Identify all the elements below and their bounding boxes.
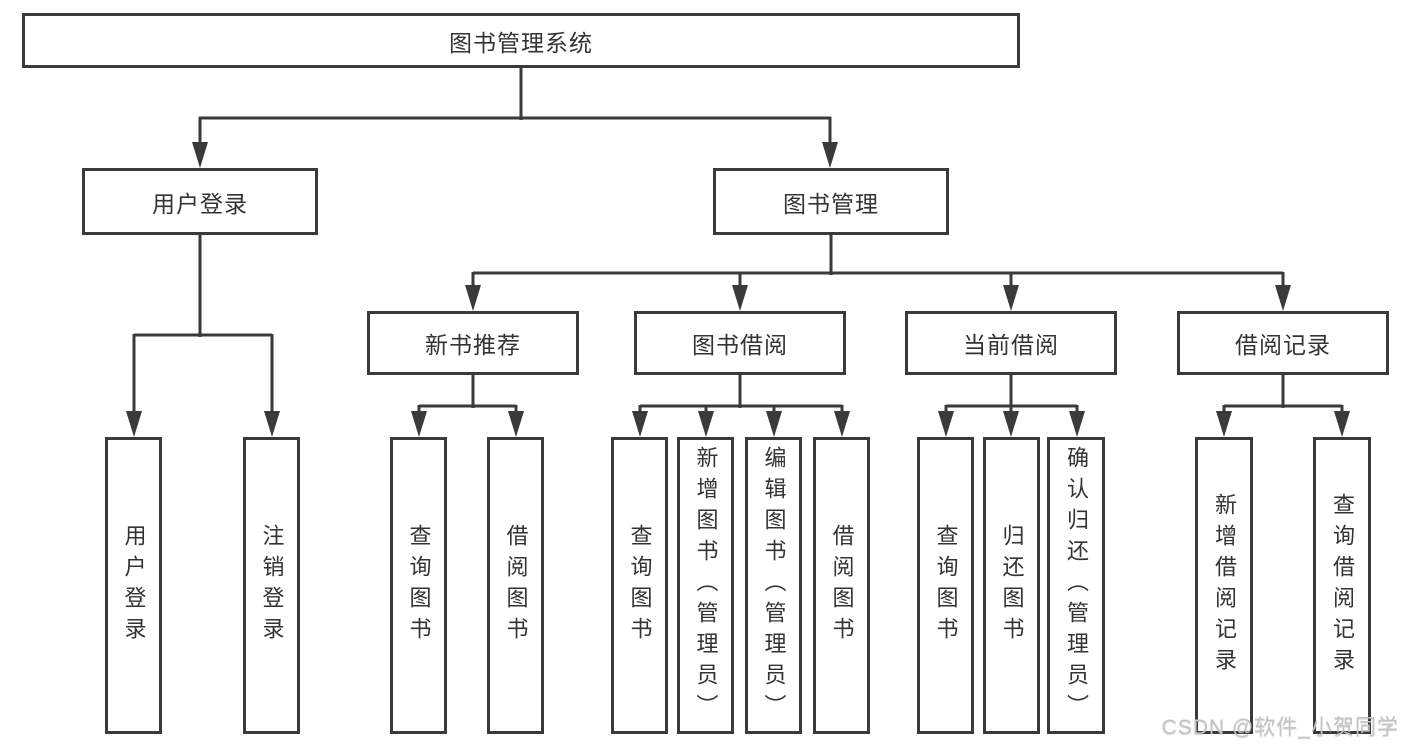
leaf-edit-book-admin: 编辑图书（管理员） [745, 437, 802, 734]
node-user-login: 用户登录 [82, 168, 318, 235]
leaf-user-login: 用户登录 [105, 437, 162, 734]
node-label: 新书推荐 [425, 332, 521, 358]
leaf-add-book-admin: 新增图书（管理员） [677, 437, 734, 734]
node-label: 归还图书 [999, 523, 1025, 648]
node-label: 借阅记录 [1235, 332, 1331, 358]
leaf-add-borrow-record: 新增借阅记录 [1195, 437, 1253, 734]
node-label: 当前借阅 [963, 332, 1059, 358]
arrow-down-icon [1003, 411, 1019, 437]
arrow-down-icon [1216, 411, 1232, 437]
leaf-query-book-1: 查询图书 [390, 437, 447, 734]
leaf-borrow-book-2: 借阅图书 [813, 437, 870, 734]
node-current-borrow: 当前借阅 [905, 311, 1117, 375]
node-label: 确认归还（管理员） [1064, 446, 1089, 725]
leaf-query-book-3: 查询图书 [917, 437, 974, 734]
arrow-down-icon [508, 411, 524, 437]
arrow-down-icon [834, 411, 850, 437]
node-label: 查询图书 [933, 523, 959, 648]
leaf-return-book: 归还图书 [983, 437, 1040, 734]
leaf-borrow-book-1: 借阅图书 [487, 437, 544, 734]
arrow-down-icon [732, 285, 748, 311]
arrow-down-icon [192, 142, 208, 168]
leaf-logout-login: 注销登录 [243, 437, 300, 734]
arrow-down-icon [632, 411, 648, 437]
node-library-system: 图书管理系统 [22, 13, 1020, 68]
arrow-down-icon [126, 411, 142, 437]
node-label: 编辑图书（管理员） [761, 446, 787, 725]
arrow-down-icon [938, 411, 954, 437]
node-label: 借阅图书 [829, 523, 855, 648]
node-book-borrow: 图书借阅 [634, 311, 846, 375]
node-new-book-recommend: 新书推荐 [367, 311, 579, 375]
leaf-query-book-2: 查询图书 [611, 437, 668, 734]
arrow-down-icon [411, 411, 427, 437]
node-label: 图书管理 [783, 190, 879, 217]
node-label: 图书管理系统 [449, 29, 593, 56]
csdn-watermark: CSDN @软件_小贺同学 [1161, 716, 1399, 739]
arrow-down-icon [1275, 285, 1291, 311]
node-label: 新增图书（管理员） [693, 446, 719, 725]
node-label: 用户登录 [121, 523, 147, 648]
arrow-down-icon [1003, 285, 1019, 311]
node-label: 图书借阅 [692, 332, 788, 358]
node-book-management: 图书管理 [713, 168, 949, 235]
arrow-down-icon [465, 285, 481, 311]
node-label: 查询图书 [406, 523, 432, 648]
arrow-down-icon [698, 411, 714, 437]
node-label: 查询图书 [627, 523, 653, 648]
node-label: 查询借阅记录 [1330, 492, 1355, 679]
node-label: 新增借阅记录 [1212, 492, 1237, 679]
arrow-down-icon [1069, 411, 1085, 437]
node-label: 用户登录 [152, 190, 248, 217]
node-label: 借阅图书 [503, 523, 529, 648]
arrow-down-icon [822, 142, 838, 168]
arrow-down-icon [264, 411, 280, 437]
arrow-down-icon [1334, 411, 1350, 437]
node-borrow-records: 借阅记录 [1177, 311, 1389, 375]
arrow-down-icon [766, 411, 782, 437]
leaf-confirm-return-admin: 确认归还（管理员） [1047, 437, 1105, 734]
leaf-query-borrow-record: 查询借阅记录 [1313, 437, 1371, 734]
node-label: 注销登录 [259, 523, 285, 648]
